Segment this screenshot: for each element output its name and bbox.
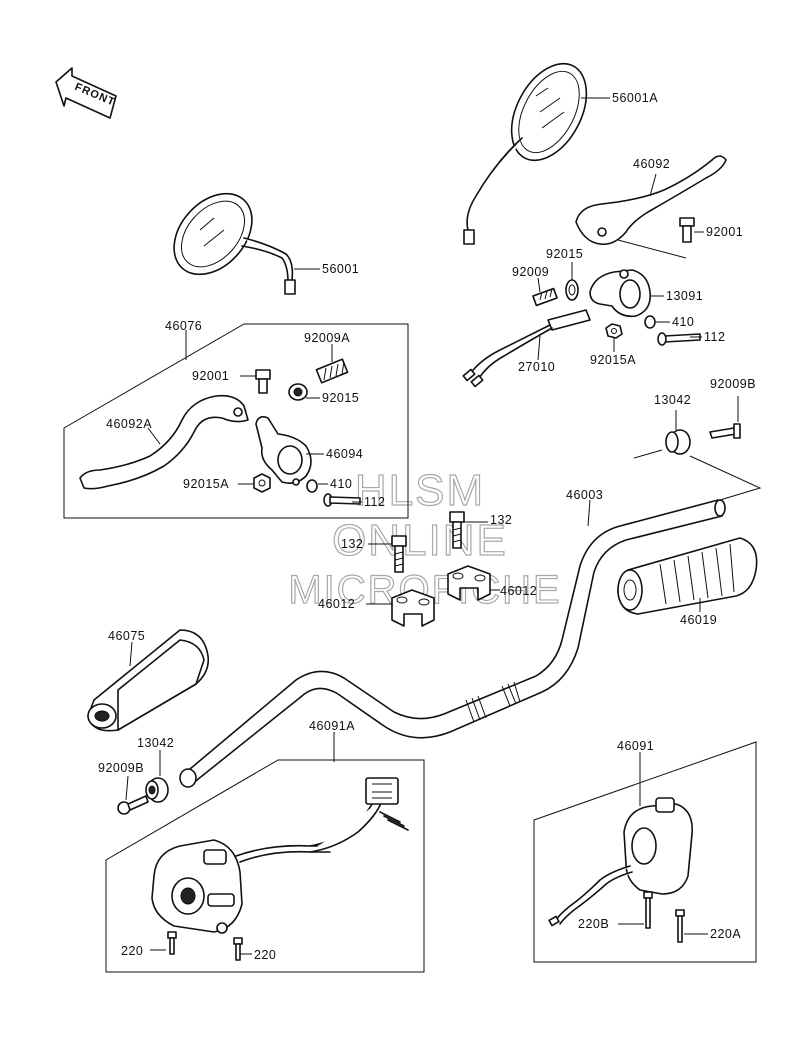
label-220b: 220B	[578, 917, 609, 931]
screw-220a	[675, 909, 685, 943]
bolt-132-left	[391, 535, 407, 573]
label-132-right: 132	[490, 513, 512, 527]
label-46091: 46091	[617, 739, 654, 753]
nut-92015a-right	[605, 323, 623, 339]
label-92001-left: 92001	[192, 369, 229, 383]
label-13042-left: 13042	[137, 736, 174, 750]
label-92001-right: 92001	[706, 225, 743, 239]
screw-112-right	[657, 332, 701, 346]
label-27010: 27010	[518, 360, 555, 374]
label-92015a-left: 92015A	[183, 477, 229, 491]
clamp-46012-left	[391, 589, 435, 627]
right-switch-housing-46091	[548, 797, 693, 927]
watermark-line-1: HLSM	[355, 466, 485, 515]
watermark: HLSM ONLINE MICROFICHE	[288, 465, 561, 612]
handlebar-46003	[179, 499, 726, 788]
label-46012-right: 46012	[500, 584, 537, 598]
left-lever-holder-46094	[255, 416, 312, 486]
right-lever-46092	[575, 155, 727, 246]
screw-220-a	[167, 931, 177, 955]
washer-410-left	[306, 479, 318, 493]
bolt-92001-right	[679, 217, 695, 243]
bolt-92001-left	[255, 369, 271, 394]
label-92015-left: 92015	[322, 391, 359, 405]
adjuster-92009-right	[532, 287, 558, 307]
label-46019: 46019	[680, 613, 717, 627]
right-lever-holder-13091	[589, 269, 652, 318]
label-92009b-right: 92009B	[710, 377, 756, 391]
front-arrow-icon: FRONT	[55, 67, 117, 119]
adjuster-92015-left	[288, 383, 308, 401]
label-13042-right: 13042	[654, 393, 691, 407]
left-switch-box	[105, 759, 425, 973]
adjuster-92015-right	[565, 279, 579, 301]
adjuster-92009a-left	[315, 358, 349, 384]
left-grip-46075	[87, 629, 210, 732]
label-92009a: 92009A	[304, 331, 350, 345]
label-46012-left: 46012	[318, 597, 355, 611]
bolt-132-right	[449, 511, 465, 549]
label-112-right: 112	[704, 330, 725, 344]
label-46075: 46075	[108, 629, 145, 643]
left-switch-housing-46091a	[151, 777, 409, 934]
bar-end-weight-13042-right	[665, 429, 691, 455]
nut-92015a-left	[253, 473, 271, 493]
left-lever-46092a	[79, 394, 249, 490]
label-46094: 46094	[326, 447, 363, 461]
label-13091: 13091	[666, 289, 703, 303]
label-46076: 46076	[165, 319, 202, 333]
bar-end-weight-13042-left	[145, 777, 169, 803]
clamp-46012-right	[447, 565, 491, 601]
label-46092a: 46092A	[106, 417, 152, 431]
label-410-right: 410	[672, 315, 694, 329]
screw-92009b-left	[117, 795, 149, 815]
label-92015a-right: 92015A	[590, 353, 636, 367]
label-220a: 220A	[710, 927, 741, 941]
label-92015-right: 92015	[546, 247, 583, 261]
label-56001: 56001	[322, 262, 359, 276]
throttle-grip-46019	[617, 537, 758, 615]
label-410-left: 410	[330, 477, 352, 491]
label-46092: 46092	[633, 157, 670, 171]
left-mirror-56001	[173, 192, 296, 295]
label-46091a: 46091A	[309, 719, 355, 733]
screw-92009b-right	[709, 423, 741, 439]
label-112-left: 112	[364, 495, 385, 509]
label-92009-right: 92009	[512, 265, 549, 279]
label-220-b: 220	[254, 948, 276, 962]
washer-410-right	[644, 315, 656, 329]
right-mirror-56001a	[463, 62, 588, 245]
watermark-line-2: ONLINE	[332, 516, 508, 565]
label-92009b-left: 92009B	[98, 761, 144, 775]
right-switch-box	[533, 741, 757, 963]
label-56001a: 56001A	[612, 91, 658, 105]
label-132-left: 132	[341, 537, 363, 551]
switch-cable-27010	[462, 309, 591, 388]
label-220-a: 220	[121, 944, 143, 958]
label-46003: 46003	[566, 488, 603, 502]
screw-220-b	[233, 937, 243, 961]
screw-220b	[643, 891, 653, 929]
left-lever-assembly-box	[63, 323, 409, 519]
